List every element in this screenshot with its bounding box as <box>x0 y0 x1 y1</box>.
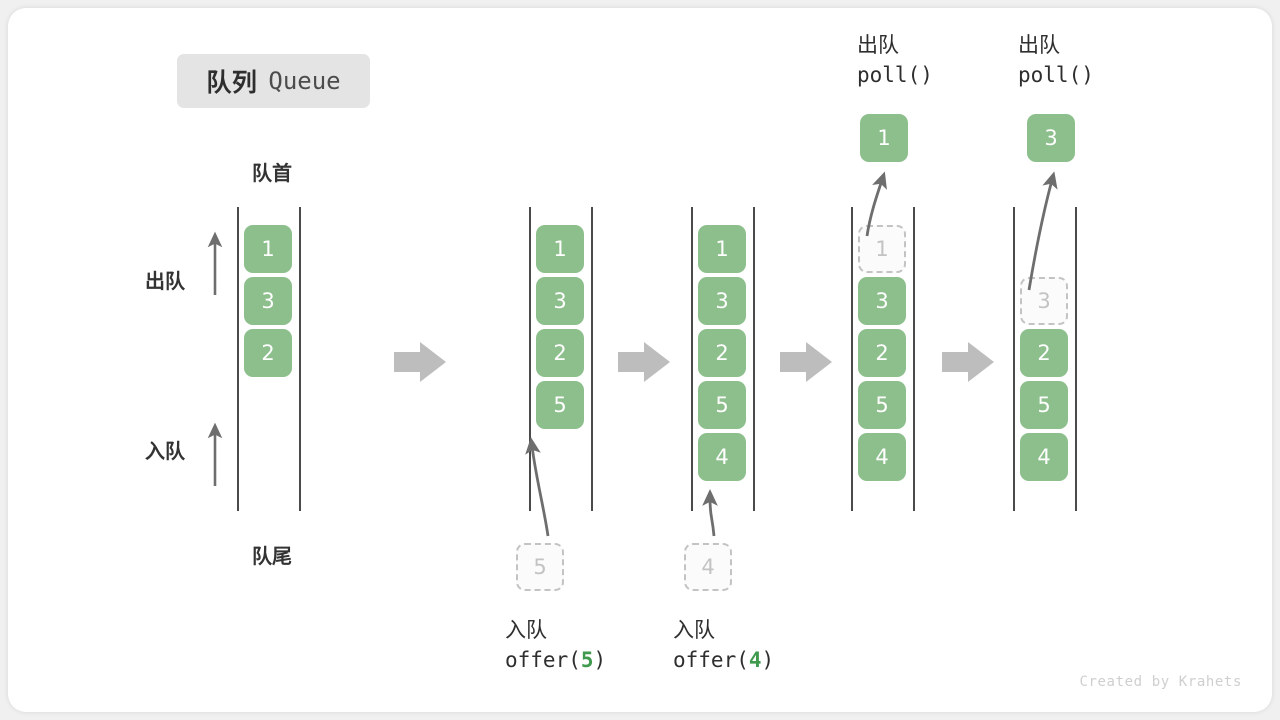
diagram-card: 队列 Queue 队首 队尾 出队 入队 1 3 2 1 3 2 5 5 入队 <box>8 8 1272 712</box>
queue-cell: 1 <box>698 225 746 273</box>
caption-poll-1: 出队 poll() <box>857 32 933 90</box>
rail-left-1 <box>237 207 239 511</box>
arrow-offer-4 <box>702 489 718 537</box>
ghost-cell-poll-2: 3 <box>1020 277 1068 325</box>
rail-right-5 <box>1075 207 1077 511</box>
label-queue-tail: 队尾 <box>252 546 292 568</box>
rail-left-3 <box>691 207 693 511</box>
queue-cell: 5 <box>1020 381 1068 429</box>
arrow-overlay <box>207 171 1058 537</box>
rail-left-2 <box>529 207 531 511</box>
rail-right-3 <box>753 207 755 511</box>
queue-cell: 1 <box>536 225 584 273</box>
ghost-cell-offer-5: 5 <box>516 543 564 591</box>
step-arrow-4 <box>942 342 994 382</box>
queue-cell: 4 <box>698 433 746 481</box>
rail-right-1 <box>299 207 301 511</box>
popped-cell-2: 3 <box>1027 114 1075 162</box>
queue-cell: 5 <box>858 381 906 429</box>
queue-cell: 3 <box>858 277 906 325</box>
queue-cell: 4 <box>1020 433 1068 481</box>
caption-poll-2: 出队 poll() <box>1018 32 1094 90</box>
ghost-cell-offer-4: 4 <box>684 543 732 591</box>
diagram-title-badge: 队列 Queue <box>177 54 370 108</box>
queue-cell: 2 <box>536 329 584 377</box>
caption-poll-1-code: poll() <box>857 62 933 87</box>
caption-poll-1-cn: 出队 <box>857 34 899 57</box>
queue-cell: 2 <box>698 329 746 377</box>
queue-cell: 2 <box>858 329 906 377</box>
rail-right-4 <box>913 207 915 511</box>
popped-cell-1: 1 <box>860 114 908 162</box>
label-queue-head: 队首 <box>252 163 292 185</box>
title-english: Queue <box>268 67 341 95</box>
rail-right-2 <box>591 207 593 511</box>
queue-cell: 3 <box>244 277 292 325</box>
rail-left-5 <box>1013 207 1015 511</box>
caption-offer-4: 入队 offer(4) <box>673 617 774 675</box>
watermark-credit: Created by Krahets <box>1079 674 1242 690</box>
caption-offer-4-code: offer(4) <box>673 647 775 672</box>
queue-cell: 5 <box>536 381 584 429</box>
caption-offer-5: 入队 offer(5) <box>505 617 606 675</box>
caption-poll-2-cn: 出队 <box>1018 34 1060 57</box>
arrow-offer-5 <box>525 437 550 537</box>
queue-cell: 3 <box>536 277 584 325</box>
step-arrow-1 <box>394 342 446 382</box>
queue-cell: 3 <box>698 277 746 325</box>
queue-cell: 4 <box>858 433 906 481</box>
queue-cell: 5 <box>698 381 746 429</box>
caption-offer-4-value: 4 <box>748 647 762 672</box>
caption-offer-5-value: 5 <box>580 647 594 672</box>
caption-offer-5-code: offer(5) <box>505 647 607 672</box>
label-dequeue: 出队 <box>145 271 185 293</box>
queue-cell: 2 <box>244 329 292 377</box>
caption-poll-2-code: poll() <box>1018 62 1094 87</box>
queue-cell: 1 <box>244 225 292 273</box>
rail-left-4 <box>851 207 853 511</box>
step-arrow-3 <box>780 342 832 382</box>
step-arrow-2 <box>618 342 670 382</box>
title-chinese: 队列 <box>206 69 258 97</box>
label-enqueue: 入队 <box>145 441 185 463</box>
caption-offer-5-cn: 入队 <box>505 619 547 642</box>
ghost-cell-poll-1: 1 <box>858 225 906 273</box>
caption-offer-4-cn: 入队 <box>673 619 715 642</box>
arrow-poll-2 <box>1027 171 1058 291</box>
queue-cell: 2 <box>1020 329 1068 377</box>
